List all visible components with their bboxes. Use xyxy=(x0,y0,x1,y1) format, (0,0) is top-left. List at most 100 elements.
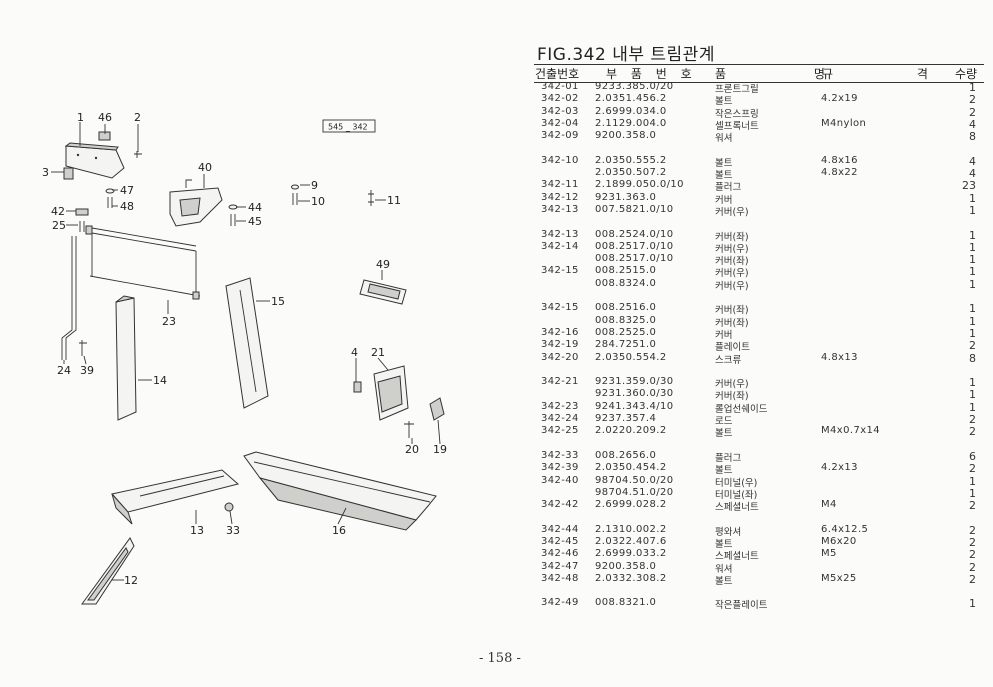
callout-16: 16 xyxy=(332,524,346,537)
part-no-cell: 2.0350.555.2 xyxy=(595,154,667,166)
part-no-cell: 9200.358.0 xyxy=(595,560,657,572)
index-cell: 342-11 xyxy=(541,179,579,191)
part-cover-13 xyxy=(111,469,240,525)
qty-cell: 2 xyxy=(969,105,976,119)
header-part-no: 부 품 번 호 xyxy=(606,67,697,81)
name-cell: 볼트 xyxy=(715,428,733,440)
part-no-cell: 008.2656.0 xyxy=(595,449,657,461)
page-number: - 158 - xyxy=(479,651,521,666)
index-cell: 342-10 xyxy=(541,154,579,166)
name-cell: 볼트 xyxy=(715,538,733,550)
name-cell: 프론트그릴 xyxy=(715,84,759,95)
index-cell: 342-02 xyxy=(541,93,579,105)
qty-cell: 1 xyxy=(969,191,976,205)
index-cell: 342-42 xyxy=(541,499,579,511)
callout-11: 11 xyxy=(387,194,401,207)
part-no-cell: 008.2516.0 xyxy=(595,302,657,314)
name-cell: 커버(우) xyxy=(715,379,749,391)
name-cell: 플레이트 xyxy=(715,342,750,354)
name-cell: 볼트 xyxy=(715,170,733,182)
qty-cell: 8 xyxy=(969,130,976,144)
spec-cell: M4nylon xyxy=(821,117,867,129)
qty-cell: 1 xyxy=(969,265,976,279)
part-no-cell: 2.0351.456.2 xyxy=(595,93,667,105)
name-cell: 워셔 xyxy=(715,563,733,575)
name-cell: 터미널(우) xyxy=(715,477,758,489)
spec-cell: M4 xyxy=(821,499,837,511)
callout-33: 33 xyxy=(226,524,240,537)
index-cell: 342-13 xyxy=(541,228,579,240)
index-cell: 342-14 xyxy=(541,240,579,252)
index-cell: 342-15 xyxy=(541,302,579,314)
part-small-plate xyxy=(359,279,407,305)
qty-cell: 1 xyxy=(969,486,976,500)
part-bolt-48 xyxy=(107,197,113,208)
callout-25: 25 xyxy=(52,219,66,232)
callout-20: 20 xyxy=(405,443,419,456)
part-special-nut xyxy=(98,131,111,141)
qty-cell: 1 xyxy=(969,277,976,291)
qty-cell: 1 xyxy=(969,597,976,611)
group-spacer xyxy=(534,216,984,228)
part-no-cell: 2.6999.033.2 xyxy=(595,548,667,560)
spec-cell: M6x20 xyxy=(821,535,857,547)
part-no-cell: 2.6999.034.0 xyxy=(595,105,667,117)
part-plug-33 xyxy=(224,502,234,512)
part-no-cell: 008.8324.0 xyxy=(595,277,657,289)
index-cell: 342-15 xyxy=(541,265,579,277)
name-cell: 커버(좌) xyxy=(715,391,749,403)
callout-4: 4 xyxy=(351,346,358,359)
spec-cell: 4.8x13 xyxy=(821,351,858,363)
qty-cell: 1 xyxy=(969,388,976,402)
qty-cell: 2 xyxy=(969,523,976,537)
part-screw-20 xyxy=(404,421,414,438)
part-no-cell: 9231.363.0 xyxy=(595,191,657,203)
name-cell: 작은플레이트 xyxy=(715,600,768,612)
name-cell: 커버 xyxy=(715,194,733,206)
callout-9: 9 xyxy=(311,179,318,192)
part-nut-42 xyxy=(75,208,89,216)
name-cell: 셀프록너트 xyxy=(715,120,759,132)
group-spacer xyxy=(534,438,984,450)
reference-box-label: 545 _ 342 xyxy=(328,123,368,132)
name-cell: 커버(우) xyxy=(715,206,749,218)
header-index: 건출번호 xyxy=(535,67,580,81)
qty-cell: 1 xyxy=(969,253,976,267)
callout-24: 24 xyxy=(57,364,71,377)
callout-12: 12 xyxy=(124,574,138,587)
group-spacer xyxy=(534,290,984,302)
name-cell: 롤업선쉐이드 xyxy=(715,403,768,415)
index-cell: 342-40 xyxy=(541,474,579,486)
name-cell: 볼트 xyxy=(715,575,733,587)
name-cell: 로드 xyxy=(715,416,733,428)
group-spacer xyxy=(534,142,984,154)
part-spring xyxy=(63,167,74,180)
part-plug-11 xyxy=(368,190,374,206)
part-cover-15 xyxy=(225,277,269,409)
name-cell: 커버 xyxy=(715,329,733,341)
qty-cell: 23 xyxy=(962,179,976,193)
name-cell: 커버(우) xyxy=(715,243,749,255)
parts-row: 342-12 9231.363.0 커버 1 xyxy=(534,191,984,206)
part-bolt-2 xyxy=(134,151,142,158)
part-bolt-10 xyxy=(292,193,298,205)
qty-cell: 1 xyxy=(969,376,976,390)
group-spacer xyxy=(534,364,984,376)
qty-cell: 4 xyxy=(969,167,976,181)
part-no-cell: 9241.343.4/10 xyxy=(595,400,674,412)
index-cell: 342-12 xyxy=(541,191,579,203)
part-no-cell: 9231.360.0/30 xyxy=(595,388,674,400)
index-cell: 342-48 xyxy=(541,572,579,584)
qty-cell: 1 xyxy=(969,474,976,488)
qty-cell: 1 xyxy=(969,228,976,242)
header-name: 품 명 xyxy=(715,67,867,81)
